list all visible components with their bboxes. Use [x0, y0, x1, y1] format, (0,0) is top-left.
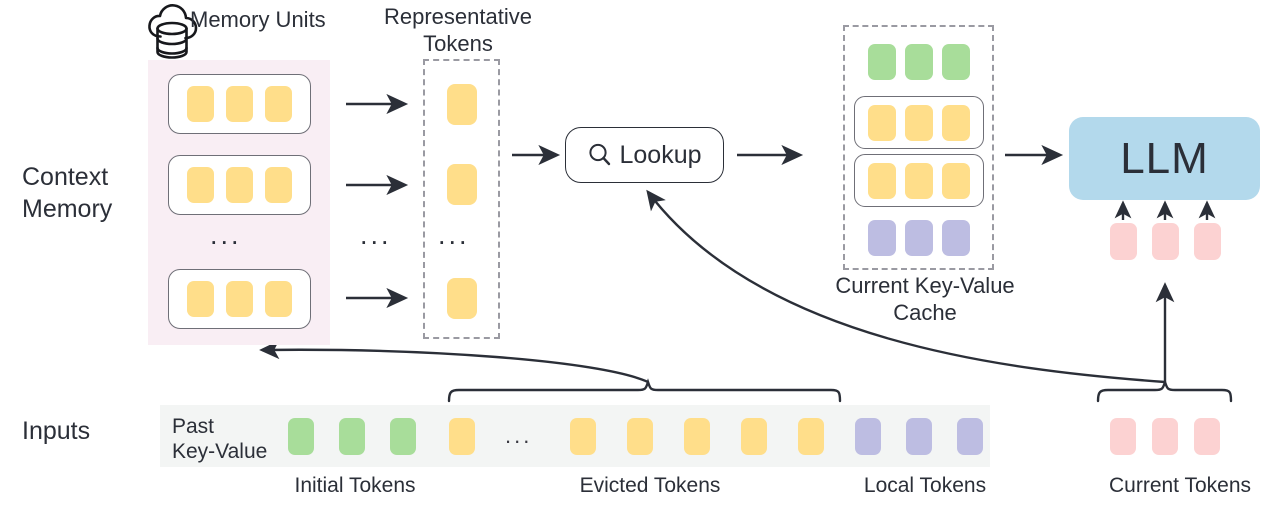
memory-unit-tokens	[169, 156, 310, 214]
memory-unit[interactable]	[168, 155, 311, 215]
row-label-context-memory-line1: Context	[22, 163, 109, 191]
token-yellow	[905, 104, 933, 141]
past-key-value-label-line1: Past	[172, 415, 215, 438]
brace-evicted-tokens	[447, 378, 842, 403]
heading-representative-tokens-line2: Tokens	[423, 31, 493, 56]
input-token-initial	[288, 418, 314, 455]
caption-evicted-tokens: Evicted Tokens	[579, 474, 721, 497]
token-yellow	[942, 162, 970, 199]
memory-unit-tokens	[169, 270, 310, 328]
brace-current-tokens	[1096, 378, 1233, 403]
row-label-context-memory: Context Memory	[22, 161, 162, 225]
heading-kv-cache: Current Key-Value Cache	[800, 272, 1050, 326]
token-purple	[904, 219, 933, 256]
input-token-evicted	[449, 418, 475, 455]
representative-token	[447, 278, 477, 319]
kv-cache-row-initial	[858, 38, 979, 85]
input-token-local	[957, 418, 983, 455]
token-green	[941, 43, 970, 80]
kv-cache-row-retrieved	[854, 96, 984, 149]
lookup-label: Lookup	[619, 140, 702, 169]
heading-representative-tokens-line1: Representative	[384, 4, 532, 29]
kv-cache-row-retrieved	[854, 154, 984, 207]
caption-local-tokens: Local Tokens	[863, 474, 987, 497]
row-label-inputs: Inputs	[22, 417, 91, 445]
token-yellow	[226, 167, 253, 203]
token-yellow	[187, 86, 214, 122]
token-green	[904, 43, 933, 80]
llm-input-token	[1194, 223, 1221, 260]
token-yellow	[265, 86, 292, 122]
token-yellow	[226, 86, 253, 122]
arrows-current-tokens-to-llm	[1114, 200, 1216, 220]
heading-memory-units: Memory Units	[190, 7, 326, 32]
input-token-initial	[339, 418, 365, 455]
input-token-evicted	[684, 418, 710, 455]
search-icon	[587, 142, 613, 168]
input-token-evicted	[627, 418, 653, 455]
input-token-evicted	[741, 418, 767, 455]
token-purple	[941, 219, 970, 256]
input-token-current	[1110, 418, 1136, 455]
kv-cache-row-local	[858, 214, 979, 261]
token-yellow	[226, 281, 253, 317]
input-token-local	[855, 418, 881, 455]
memory-unit-tokens	[169, 75, 310, 133]
representative-token	[447, 164, 477, 205]
input-token-evicted	[570, 418, 596, 455]
token-green	[867, 43, 896, 80]
caption-current-tokens: Current Tokens	[1108, 474, 1252, 497]
representative-tokens-box	[423, 59, 500, 339]
input-token-current	[1152, 418, 1178, 455]
llm-input-token	[1110, 223, 1137, 260]
curve-evicted-to-memory	[259, 340, 649, 384]
input-token-evicted	[798, 418, 824, 455]
token-yellow	[942, 104, 970, 141]
arrow-column-ellipsis: ...	[360, 220, 392, 250]
token-yellow	[868, 162, 896, 199]
past-key-value-label-line2: Key-Value	[172, 440, 268, 463]
caption-initial-tokens: Initial Tokens	[294, 474, 416, 497]
row-label-context-memory-line2: Memory	[22, 195, 113, 223]
heading-representative-tokens: Representative Tokens	[373, 3, 543, 57]
representative-token	[447, 84, 477, 125]
token-yellow	[905, 162, 933, 199]
llm-box[interactable]: LLM	[1069, 117, 1260, 200]
token-yellow	[868, 104, 896, 141]
inputs-ellipsis: ...	[505, 423, 533, 448]
llm-label: LLM	[1120, 133, 1209, 183]
memory-unit[interactable]	[168, 74, 311, 134]
input-token-current	[1194, 418, 1220, 455]
representative-tokens-ellipsis: ...	[438, 220, 470, 250]
kv-cache-box	[843, 25, 994, 270]
token-yellow	[187, 167, 214, 203]
memory-units-ellipsis: ...	[210, 220, 242, 250]
past-key-value-label: Past Key-Value	[172, 414, 272, 464]
token-purple	[867, 219, 896, 256]
lookup-button[interactable]: Lookup	[565, 127, 724, 183]
llm-input-token	[1152, 223, 1179, 260]
token-yellow	[265, 167, 292, 203]
memory-unit[interactable]	[168, 269, 311, 329]
token-yellow	[187, 281, 214, 317]
heading-kv-cache-line2: Cache	[893, 300, 957, 325]
token-yellow	[265, 281, 292, 317]
input-token-initial	[390, 418, 416, 455]
input-token-local	[906, 418, 932, 455]
heading-kv-cache-line1: Current Key-Value	[835, 273, 1015, 298]
